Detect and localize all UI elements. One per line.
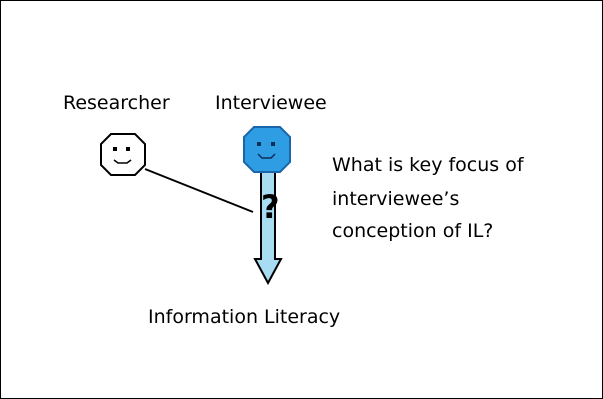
researcher-gaze-line xyxy=(144,168,254,213)
researcher-label: Researcher xyxy=(63,92,170,114)
researcher-face-icon xyxy=(100,133,146,176)
question-mark: ? xyxy=(261,188,280,226)
interviewee-label: Interviewee xyxy=(215,92,327,114)
down-arrow-icon xyxy=(253,168,283,286)
interviewee-face-icon xyxy=(243,126,291,173)
question-line: interviewee’s xyxy=(332,188,460,210)
question-line: conception of IL? xyxy=(332,220,494,242)
information-literacy-label: Information Literacy xyxy=(148,306,341,328)
question-line: What is key focus of xyxy=(332,154,524,176)
